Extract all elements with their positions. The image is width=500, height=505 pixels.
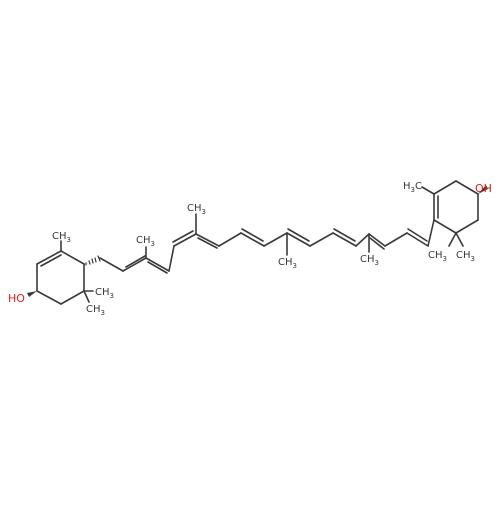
bond: [122, 257, 147, 272]
double-bond-inner: [407, 228, 428, 242]
wedge-bond: [478, 185, 488, 194]
bond: [36, 250, 62, 265]
bond: [240, 232, 265, 247]
chain-methyl-2-label: CH3: [187, 203, 206, 216]
double-bond-inner: [147, 261, 168, 274]
label-layer: HO CH3 CH3 CH3 CH3 CH3 CH3 CH3 H3C OH CH…: [8, 181, 492, 317]
bond: [195, 233, 220, 247]
bond: [448, 232, 457, 247]
chain-methyl-1-label: CH3: [136, 235, 155, 248]
bond: [406, 232, 429, 247]
bond: [218, 232, 242, 247]
bond: [455, 232, 464, 247]
bond: [433, 219, 457, 234]
left-gem-methyl-1-label: CH3: [95, 287, 114, 300]
bond: [168, 245, 175, 272]
bond: [263, 232, 288, 247]
right-methyl-label: H3C: [403, 181, 422, 194]
right-hydroxyl-label: OH: [475, 182, 492, 195]
double-bond-inner: [369, 237, 385, 250]
left-methyl-label: CH3: [52, 231, 71, 244]
bond: [145, 257, 170, 272]
double-bond-inner: [287, 228, 310, 242]
double-bond-inner: [125, 255, 146, 268]
double-bond-inner: [241, 228, 264, 242]
bond: [421, 186, 435, 195]
bond: [286, 232, 311, 247]
right-gem-methyl-2-label: CH3: [456, 250, 475, 263]
bond: [83, 290, 90, 303]
hashed-bond: [85, 255, 101, 266]
bond: [355, 233, 370, 247]
bond: [99, 257, 124, 272]
bond: [368, 233, 386, 247]
bond: [427, 219, 435, 247]
left-hydroxyl-label: HO: [8, 292, 25, 305]
bond: [60, 290, 85, 305]
right-gem-methyl-1-label: CH3: [428, 250, 447, 263]
bond: [60, 250, 85, 265]
polyene-chain: [99, 213, 435, 274]
bond: [455, 219, 479, 234]
bond: [332, 232, 357, 247]
chain-methyl-4-label: CH3: [360, 254, 379, 267]
double-bond-inner: [172, 230, 194, 243]
double-bond-inner: [197, 237, 218, 249]
bond: [433, 180, 457, 195]
right-ring: [421, 180, 488, 247]
bond: [455, 180, 479, 195]
bond: [36, 290, 62, 305]
double-bond-inner: [333, 228, 356, 242]
bond: [309, 232, 334, 247]
chain-methyl-3-label: CH3: [278, 257, 297, 270]
left-ring: [27, 240, 101, 305]
double-bond-inner: [40, 254, 62, 267]
bond: [173, 233, 197, 247]
bond: [384, 232, 408, 247]
left-gem-methyl-2-label: CH3: [86, 304, 105, 317]
wedge-bond: [27, 291, 37, 297]
bond-layer: [27, 180, 488, 305]
